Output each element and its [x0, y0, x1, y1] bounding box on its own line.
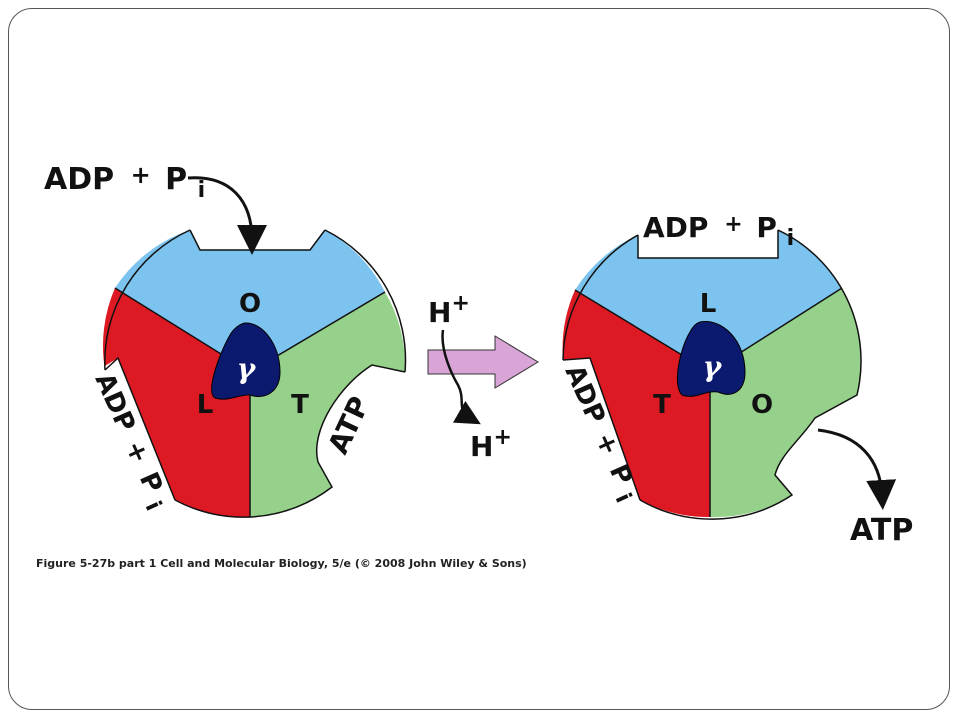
incoming-arrow	[187, 176, 267, 255]
left-gamma-label: γ	[237, 352, 257, 385]
right-left-label: T	[653, 390, 671, 420]
proton-path-arrow	[441, 329, 481, 425]
right-blue-subunit	[575, 230, 842, 372]
rotation-arrow	[427, 335, 539, 389]
released-atp-label: ATP	[850, 513, 913, 548]
left-blue-subunit	[115, 230, 385, 372]
left-green-subunit	[250, 292, 406, 517]
right-gamma-label: γ	[703, 350, 723, 383]
left-catalytic-head	[95, 229, 407, 518]
left-adp-pocket	[95, 358, 175, 508]
right-gamma-subunit	[676, 321, 746, 397]
right-red-subunit	[562, 290, 710, 518]
left-gamma-subunit	[211, 322, 281, 400]
right-top-label: L	[700, 289, 717, 319]
right-green-subunit	[710, 288, 862, 518]
proton-in-label: H+	[428, 291, 470, 329]
left-incoming-substrate: ADP + P i	[44, 156, 205, 203]
left-left-label: L	[197, 390, 214, 420]
left-right-label: T	[291, 390, 309, 420]
left-top-label: O	[239, 289, 261, 319]
figure-caption: Figure 5-27b part 1 Cell and Molecular B…	[36, 557, 527, 570]
right-bound-top-adp: ADP + P i	[643, 205, 794, 251]
release-arrow	[817, 428, 897, 510]
left-red-subunit	[102, 288, 250, 518]
svg-text:ADP + P i: ADP + P i	[44, 156, 205, 203]
right-right-label: O	[751, 390, 773, 420]
proton-out-label: H+	[470, 425, 512, 463]
